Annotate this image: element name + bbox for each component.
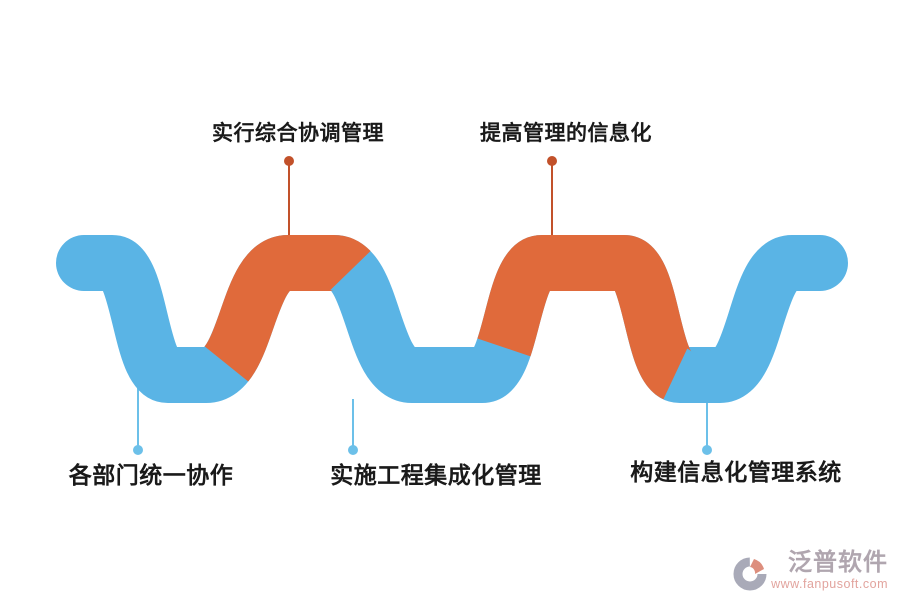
leader-dot-top-1 — [284, 156, 294, 166]
leader-dot-bottom-1 — [133, 445, 143, 455]
fanpu-logo-icon — [733, 557, 767, 591]
leader-dot-bottom-3 — [702, 445, 712, 455]
step-label-build-information-system: 构建信息化管理系统 — [630, 459, 842, 485]
leader-dot-bottom-2 — [348, 445, 358, 455]
step-label-department-collaboration: 各部门统一协作 — [68, 462, 234, 488]
watermark: 泛普软件 www.fanpusoft.com — [733, 549, 888, 592]
leader-dot-top-2 — [547, 156, 557, 166]
watermark-url-text: www.fanpusoft.com — [771, 577, 888, 592]
step-label-integrated-project-management: 实施工程集成化管理 — [330, 462, 542, 488]
step-label-information-management: 提高管理的信息化 — [480, 122, 652, 145]
step-label-coordinated-management: 实行综合协调管理 — [212, 122, 384, 145]
ribbon-blue-path — [56, 235, 848, 403]
watermark-brand-text: 泛普软件 — [788, 549, 888, 576]
